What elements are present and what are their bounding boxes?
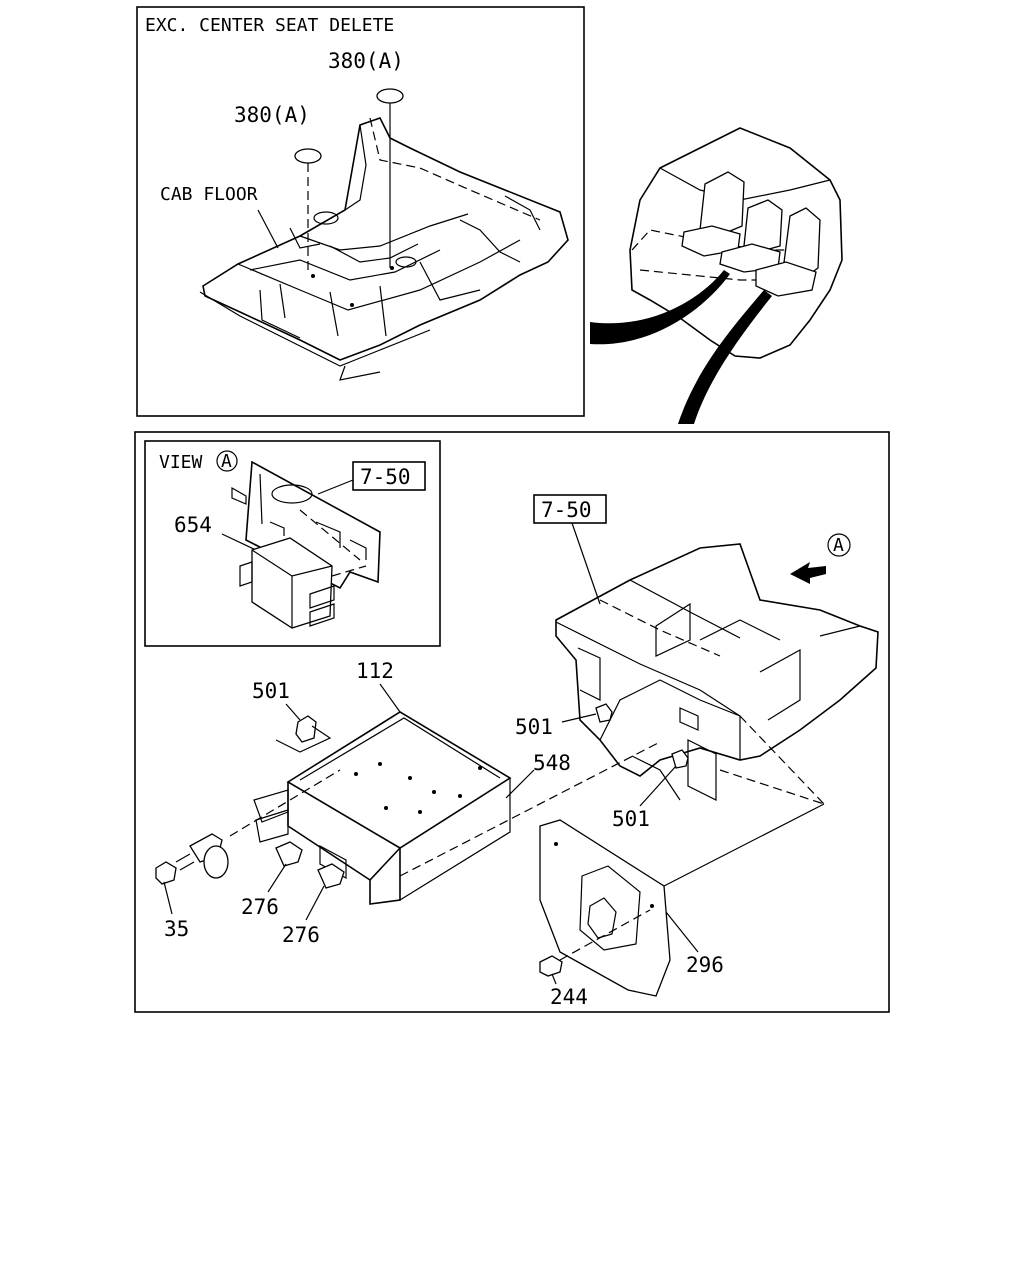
cab-floor-leader xyxy=(257,209,279,249)
screw-35 xyxy=(155,861,177,885)
main-ref-text: 7-50 xyxy=(541,498,592,522)
part-654-label: 654 xyxy=(174,513,212,537)
part-35-label: 35 xyxy=(164,917,189,941)
panel-296 xyxy=(539,819,671,997)
part-112-leader xyxy=(379,683,401,713)
view-a-label: VIEW xyxy=(159,452,203,473)
seat-right-cushion xyxy=(755,261,817,297)
part-501-left-leader xyxy=(285,703,301,721)
view-a-inset: VIEW A 7-50 654 xyxy=(144,440,441,647)
part-654-leader xyxy=(221,533,257,551)
main-view-marker: A xyxy=(833,535,844,556)
bolt-244 xyxy=(539,955,563,977)
top-panel: EXC. CENTER SEAT DELETE 380(A) 380(A) CA… xyxy=(136,6,585,417)
view-a-frame xyxy=(144,440,441,647)
main-panel: VIEW A 7-50 654 xyxy=(134,431,890,1013)
view-a-marker-circle xyxy=(216,450,238,472)
part-501-mid-leader xyxy=(561,713,597,723)
part-276-a-leader xyxy=(267,863,287,893)
part-276-b-leader xyxy=(305,885,325,921)
screw-276-a xyxy=(275,841,303,867)
truck-cab-illustration xyxy=(590,127,843,424)
main-panel-frame xyxy=(134,431,890,1013)
pointer-swoosh-upper xyxy=(590,270,730,345)
top-panel-frame xyxy=(136,6,585,417)
part-501-mid-label: 501 xyxy=(515,715,553,739)
top-panel-title: EXC. CENTER SEAT DELETE xyxy=(145,15,394,36)
screw-276-b xyxy=(317,863,345,889)
cab-floor-illustration xyxy=(199,117,569,381)
part-35-leader xyxy=(163,881,173,915)
callout-380-upper: 380(A) xyxy=(328,49,404,73)
main-ref-leader xyxy=(571,522,601,605)
view-a-ref-box xyxy=(352,461,426,491)
tray-112 xyxy=(229,711,512,905)
main-view-marker-circle xyxy=(827,533,851,557)
part-548-label: 548 xyxy=(533,751,571,775)
callout-380-lower: 380(A) xyxy=(234,103,310,127)
part-244-label: 244 xyxy=(550,985,588,1009)
clip-501-left xyxy=(295,715,317,743)
part-501-right-label: 501 xyxy=(612,807,650,831)
main-ref-box xyxy=(533,494,607,524)
part-501-left-label: 501 xyxy=(252,679,290,703)
view-a-marker: A xyxy=(221,451,232,472)
cab-floor-label: CAB FLOOR xyxy=(160,184,258,205)
plug-380-upper xyxy=(376,88,404,104)
part-276-a-label: 276 xyxy=(241,895,279,919)
part-276-b-label: 276 xyxy=(282,923,320,947)
part-296-leader xyxy=(665,911,699,953)
view-a-ref-text: 7-50 xyxy=(360,465,411,489)
clip-501-mid xyxy=(595,703,613,723)
view-direction-arrow xyxy=(790,562,826,584)
part-501-right-leader xyxy=(639,765,677,807)
part-296-label: 296 xyxy=(686,953,724,977)
plug-380-lower xyxy=(294,148,322,164)
tray-to-floor-dashline xyxy=(399,741,661,877)
pointer-swoosh-lower xyxy=(678,290,772,424)
seat-base-floor xyxy=(555,543,879,805)
part-112-label: 112 xyxy=(356,659,394,683)
part-548-leader xyxy=(505,769,535,799)
clip-501-right xyxy=(671,749,689,769)
part-244-leader xyxy=(551,973,557,985)
seat-left-back xyxy=(699,171,745,237)
clamp-ring xyxy=(203,845,229,879)
view-a-ref-leader xyxy=(317,479,354,495)
